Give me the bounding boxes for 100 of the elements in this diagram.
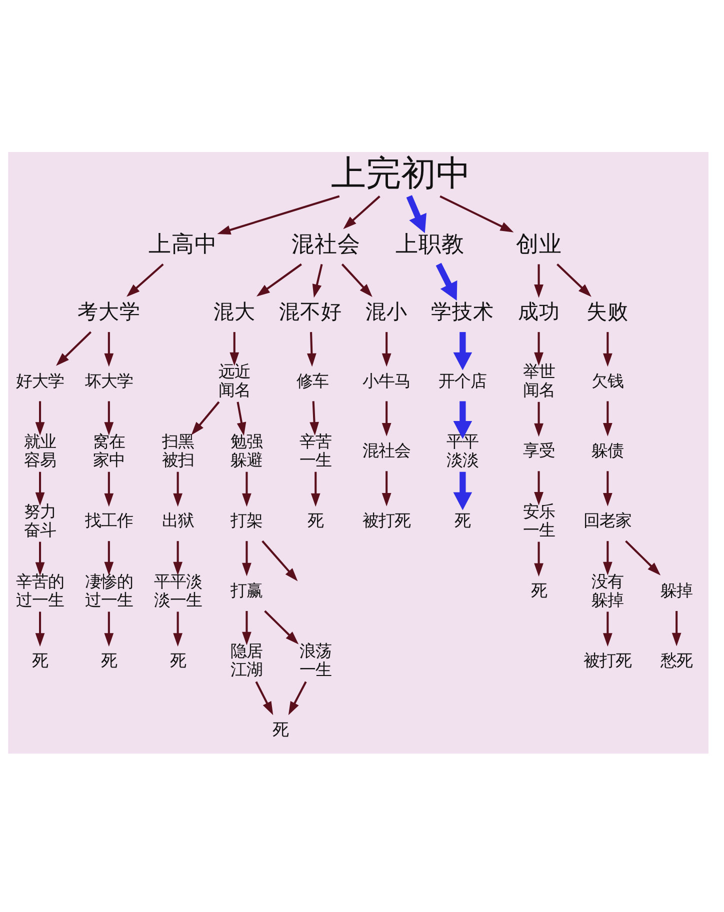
node-text: 混社会 <box>291 230 360 257</box>
node-text: 小牛马 <box>362 370 411 390</box>
node-text: 被打死 <box>584 650 632 670</box>
arrow <box>453 400 472 438</box>
node-text: 平平淡淡一生 <box>154 571 202 609</box>
arrow <box>440 194 514 232</box>
node-text: 远近闻名 <box>218 362 250 400</box>
arrow <box>256 262 302 296</box>
node-text: 打架 <box>230 510 263 530</box>
arrow <box>453 332 472 370</box>
arrow <box>104 332 114 366</box>
arrow <box>534 541 544 576</box>
arrow <box>35 611 45 646</box>
node-text: 死 <box>100 650 117 670</box>
node-text: 混大 <box>213 299 256 324</box>
node-text: 辛苦的过一生 <box>16 571 64 609</box>
arrow <box>56 330 92 366</box>
node-text: 死 <box>308 510 324 530</box>
node-text: 混小 <box>366 299 408 324</box>
node-text: 安乐一生 <box>522 501 555 539</box>
node-text: 死 <box>272 719 289 738</box>
arrow <box>436 262 458 300</box>
node-text: 混社会 <box>362 440 411 460</box>
arrow <box>217 194 340 234</box>
arrow <box>35 400 45 435</box>
arrow <box>453 471 472 510</box>
arrow <box>242 471 252 506</box>
arrow <box>382 332 392 366</box>
arrow <box>262 540 298 581</box>
arrow <box>312 264 323 298</box>
arrow <box>173 611 182 646</box>
node-text: 打赢 <box>230 580 263 600</box>
node-text: 好大学 <box>16 370 64 390</box>
node-text: 躲掉 <box>660 580 693 600</box>
node-text: 开个店 <box>438 370 487 390</box>
node-text: 窝在家中 <box>92 431 125 469</box>
arrow <box>104 400 114 435</box>
node-text: 修车 <box>296 370 329 390</box>
arrow <box>534 401 544 436</box>
arrow <box>173 471 182 506</box>
arrow <box>556 263 592 296</box>
node-text: 死 <box>454 510 471 530</box>
arrow <box>191 400 220 435</box>
node-text: 上完初中 <box>330 154 471 194</box>
node-text: 就业容易 <box>24 431 56 469</box>
arrow <box>603 332 612 366</box>
arrow <box>230 332 240 366</box>
node-text: 混不好 <box>278 299 342 324</box>
arrow <box>255 680 274 715</box>
arrow <box>603 470 612 506</box>
node-text: 上职教 <box>395 230 464 257</box>
node-text: 凄惨的过一生 <box>84 571 133 609</box>
arrow <box>310 400 319 435</box>
node-text: 学技术 <box>431 299 494 324</box>
node-text: 隐居江湖 <box>230 641 263 679</box>
node-text: 享受 <box>522 440 555 460</box>
arrow <box>236 401 246 436</box>
arrow <box>104 471 114 506</box>
arrow <box>310 471 320 506</box>
node-text: 努力奋斗 <box>24 501 56 539</box>
node-text: 举世闻名 <box>522 362 555 400</box>
arrow <box>104 540 114 575</box>
arrow <box>625 540 661 575</box>
arrow <box>603 400 612 436</box>
arrow <box>382 470 392 506</box>
node-text: 成功 <box>518 299 560 324</box>
node-text: 找工作 <box>84 510 133 530</box>
node-text: 创业 <box>516 230 562 257</box>
arrow <box>35 471 45 506</box>
node-text: 愁死 <box>660 650 693 670</box>
node-text: 死 <box>32 650 48 670</box>
node-text: 平平淡淡 <box>446 431 479 469</box>
node-text: 出狱 <box>162 510 194 530</box>
node-text: 被打死 <box>362 510 411 530</box>
arrow <box>264 610 299 644</box>
node-text: 死 <box>170 650 186 670</box>
arrow <box>534 470 544 505</box>
arrow <box>104 611 114 646</box>
arrow <box>307 332 316 366</box>
node-text: 没有躲掉 <box>592 571 624 609</box>
node-text: 躲债 <box>592 440 624 460</box>
arrow <box>603 540 612 575</box>
arrow <box>672 610 682 646</box>
arrow <box>173 540 182 575</box>
arrow <box>343 195 380 229</box>
node-text: 失败 <box>586 299 629 324</box>
arrow <box>126 262 164 296</box>
arrow <box>341 263 372 297</box>
node-text: 上高中 <box>148 230 218 257</box>
node-text: 回老家 <box>584 510 632 530</box>
arrow <box>603 611 612 646</box>
arrow <box>534 264 544 298</box>
arrow <box>242 540 252 576</box>
arrow <box>288 680 307 715</box>
node-text: 浪荡一生 <box>300 641 332 679</box>
arrow <box>406 194 426 233</box>
node-text: 考大学 <box>77 299 140 324</box>
arrow <box>382 400 392 436</box>
node-text: 勉强躲避 <box>230 431 263 469</box>
arrow <box>242 610 252 645</box>
